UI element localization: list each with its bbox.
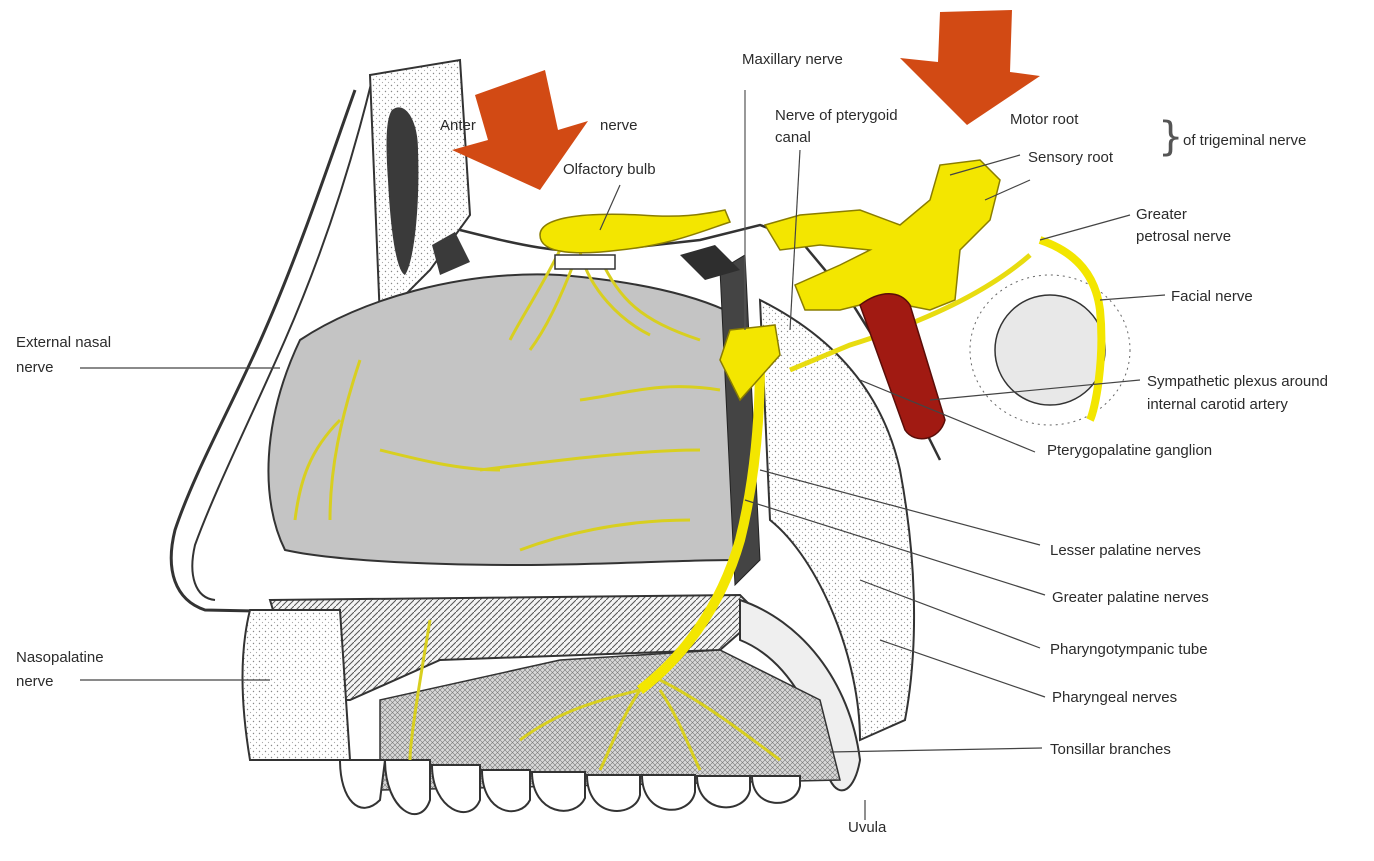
label-pharyngotympanic-tube: Pharyngotympanic tube	[1050, 640, 1208, 659]
label-sympathetic-2: internal carotid artery	[1147, 395, 1288, 414]
cribriform-plate	[555, 255, 615, 269]
label-lesser-palatine-nerves: Lesser palatine nerves	[1050, 541, 1201, 560]
label-tonsillar-branches: Tonsillar branches	[1050, 740, 1171, 759]
maxilla	[243, 610, 351, 760]
label-external-nasal-2: nerve	[16, 358, 54, 377]
trigeminal-nerve-shape	[765, 160, 1000, 310]
label-pterygopalatine-ganglion: Pterygopalatine ganglion	[1047, 441, 1212, 460]
label-maxillary-nerve: Maxillary nerve	[742, 50, 843, 69]
label-greater-petrosal-1: Greater	[1136, 205, 1187, 224]
olfactory-bulb-shape	[540, 210, 730, 253]
label-motor-root: Motor root	[1010, 110, 1078, 129]
label-uvula: Uvula	[848, 818, 886, 837]
label-anterior-ethmoidal-nerve-end: nerve	[600, 116, 638, 135]
label-sensory-root: Sensory root	[1028, 148, 1113, 167]
label-external-nasal-1: External nasal	[16, 333, 111, 352]
label-facial-nerve: Facial nerve	[1171, 287, 1253, 306]
label-nasopalatine-1: Nasopalatine	[16, 648, 104, 667]
label-greater-palatine-nerves: Greater palatine nerves	[1052, 588, 1209, 607]
label-nasopalatine-2: nerve	[16, 672, 54, 691]
trigeminal-brace: }	[1158, 117, 1183, 157]
label-nerve-of-pterygoid-canal-1: Nerve of pterygoid	[775, 106, 898, 125]
label-anterior-ethmoidal-nerve-start: Anter	[440, 116, 476, 135]
label-greater-petrosal-2: petrosal nerve	[1136, 227, 1231, 246]
label-pharyngeal-nerves: Pharyngeal nerves	[1052, 688, 1177, 707]
label-sympathetic-1: Sympathetic plexus around	[1147, 372, 1328, 391]
arrow-down-right-icon	[900, 10, 1040, 125]
label-olfactory-bulb: Olfactory bulb	[563, 160, 656, 179]
label-nerve-of-pterygoid-canal-2: canal	[775, 128, 811, 147]
label-of-trigeminal-nerve: of trigeminal nerve	[1183, 131, 1306, 150]
